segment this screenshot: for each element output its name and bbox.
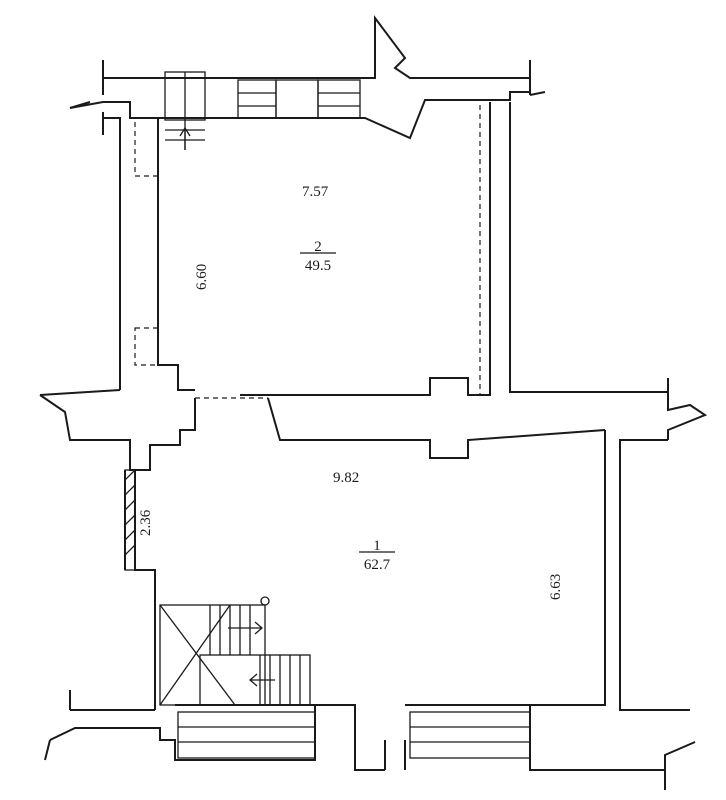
room-1-area: 62.7: [364, 557, 391, 573]
room-1: 9.82 1 62.7 6.63 2.36: [138, 470, 564, 600]
room-2: 7.57 2 49.5 6.60: [194, 184, 336, 290]
room-2-area: 49.5: [305, 258, 331, 274]
room-1-number: 1: [373, 538, 381, 554]
room-1-width: 9.82: [333, 470, 359, 486]
windows: [124, 71, 531, 759]
room-2-width: 7.57: [302, 184, 329, 200]
room-1-offset: 2.36: [138, 509, 154, 536]
room-2-depth: 6.60: [194, 264, 210, 290]
exterior-walls: [39, 15, 708, 790]
room-2-number: 2: [314, 239, 322, 255]
staircase: [159, 126, 311, 706]
room-1-depth: 6.63: [548, 574, 564, 600]
